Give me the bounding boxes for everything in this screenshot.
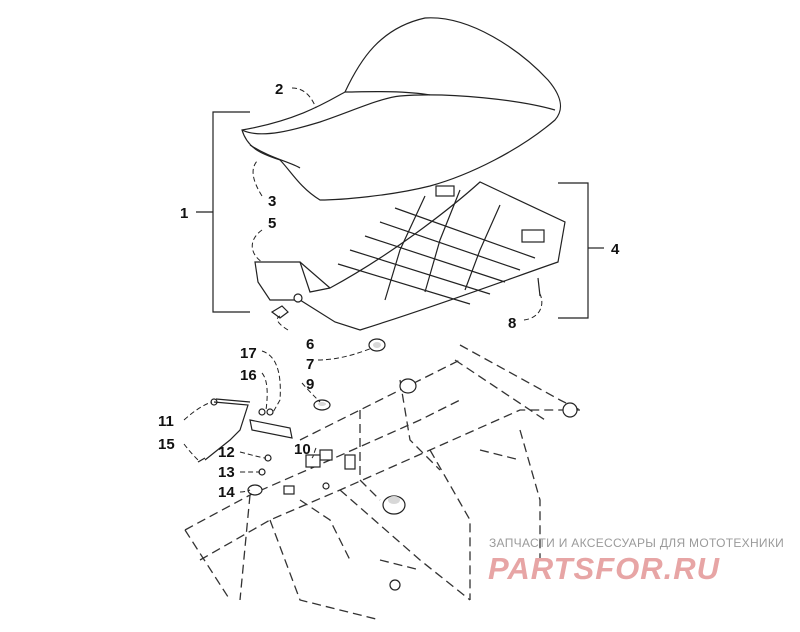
callout-10: 10 (294, 441, 311, 458)
callout-9: 9 (306, 376, 314, 393)
callout-17: 17 (240, 345, 257, 362)
callout-8: 8 (508, 315, 516, 332)
callout-7: 7 (306, 356, 314, 373)
callout-4: 4 (611, 241, 620, 258)
callout-1: 1 (180, 205, 188, 222)
callouts: 1 2 3 4 5 6 7 8 9 10 11 12 13 14 15 16 1… (158, 81, 620, 501)
callout-11: 11 (158, 413, 174, 430)
seat-base (254, 181, 566, 331)
leader-lines (183, 87, 543, 493)
callout-14: 14 (218, 484, 235, 501)
callout-6: 6 (306, 336, 314, 353)
bracket-lines (196, 111, 604, 319)
callout-16: 16 (240, 367, 257, 384)
frame (184, 344, 581, 621)
seat-cushion (241, 17, 562, 201)
watermark-tagline: ЗАПЧАСТИ И АКСЕССУАРЫ ДЛЯ МОТОТЕХНИКИ (489, 536, 785, 550)
latch-assembly (197, 398, 331, 496)
watermark-logo: PARTSFOR.RU (488, 551, 721, 586)
callout-5: 5 (268, 215, 276, 232)
callout-13: 13 (218, 464, 235, 481)
callout-15: 15 (158, 436, 175, 453)
callout-2: 2 (275, 81, 283, 98)
small-parts-upper (270, 305, 386, 352)
callout-3: 3 (268, 193, 276, 210)
callout-12: 12 (218, 444, 235, 461)
